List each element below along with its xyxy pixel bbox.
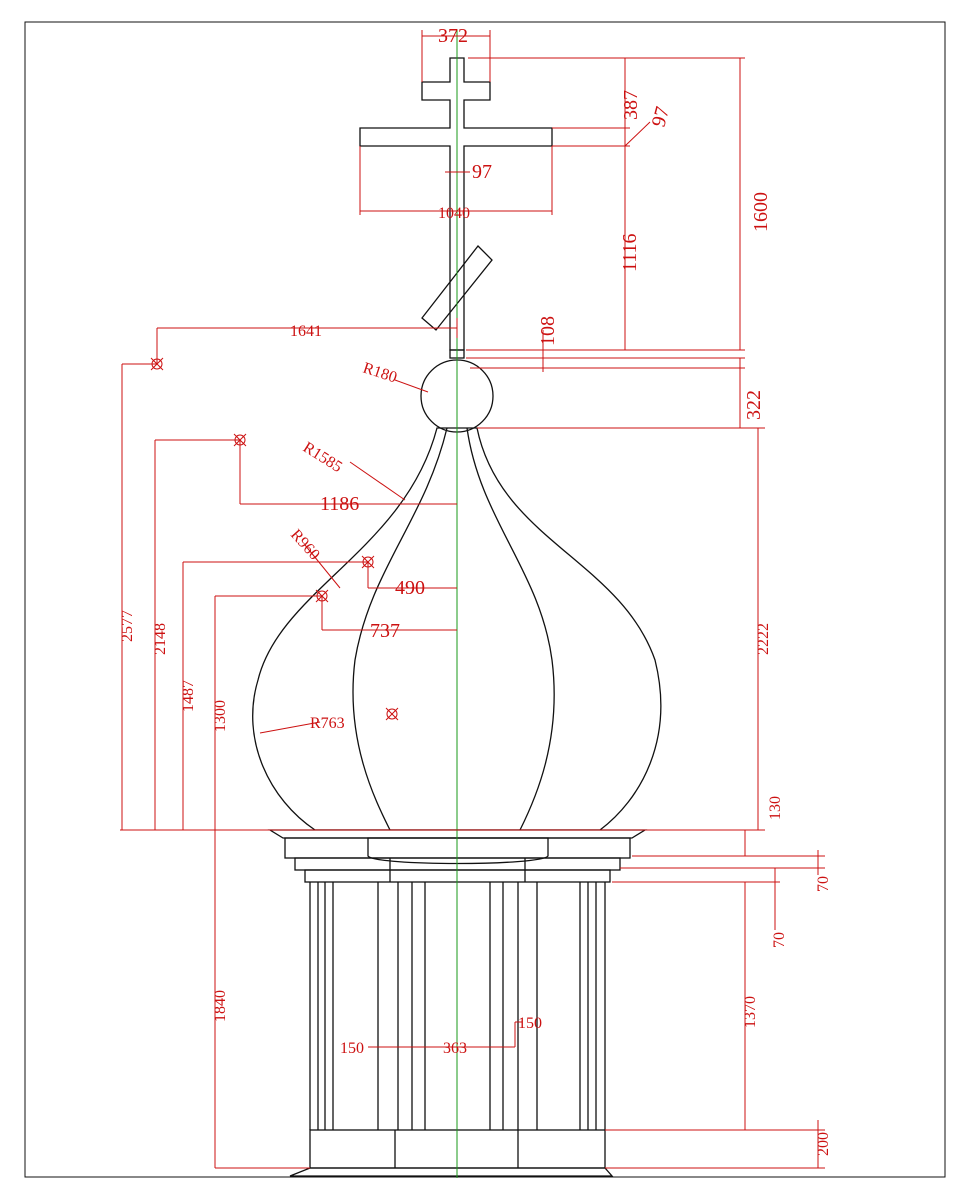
dim-1487: 1487	[180, 680, 197, 712]
dim-1370: 1370	[742, 996, 759, 1028]
dim-1641: 1641	[290, 323, 322, 340]
center-marks	[150, 357, 399, 721]
dim-387: 387	[620, 90, 642, 120]
dim-97-top: 97	[648, 104, 674, 129]
dim-1600: 1600	[750, 192, 772, 232]
dim-490: 490	[395, 577, 425, 599]
dim-150-left: 150	[340, 1040, 364, 1057]
dim-108: 108	[537, 316, 559, 346]
dim-1040: 1040	[438, 205, 470, 222]
dim-70-a: 70	[815, 876, 832, 892]
dim-2222: 2222	[755, 623, 772, 655]
dim-r1585: R1585	[300, 439, 345, 476]
dim-737: 737	[370, 620, 400, 642]
dim-1840: 1840	[212, 990, 229, 1022]
dim-1116: 1116	[619, 233, 641, 272]
dim-1186: 1186	[320, 493, 359, 515]
dim-2148: 2148	[152, 623, 169, 655]
dim-200: 200	[815, 1132, 832, 1156]
dim-363: 363	[443, 1040, 467, 1057]
drawing-frame	[24, 21, 946, 1178]
dim-150-right: 150	[518, 1015, 542, 1032]
dim-130: 130	[767, 796, 784, 820]
dim-372: 372	[438, 25, 468, 47]
dim-322: 322	[743, 390, 765, 420]
dimension-labels: 372 387 97 97 1040 1600 1116 108 1641 R1…	[119, 25, 832, 1156]
dimension-lines	[120, 30, 825, 1169]
dim-r960: R960	[287, 526, 323, 563]
dim-1300: 1300	[212, 700, 229, 732]
dim-97-mid: 97	[472, 161, 492, 183]
dim-70-b: 70	[771, 932, 788, 948]
dim-2577: 2577	[119, 610, 136, 642]
dim-r763: R763	[310, 715, 345, 732]
dim-r180: R180	[361, 360, 399, 387]
